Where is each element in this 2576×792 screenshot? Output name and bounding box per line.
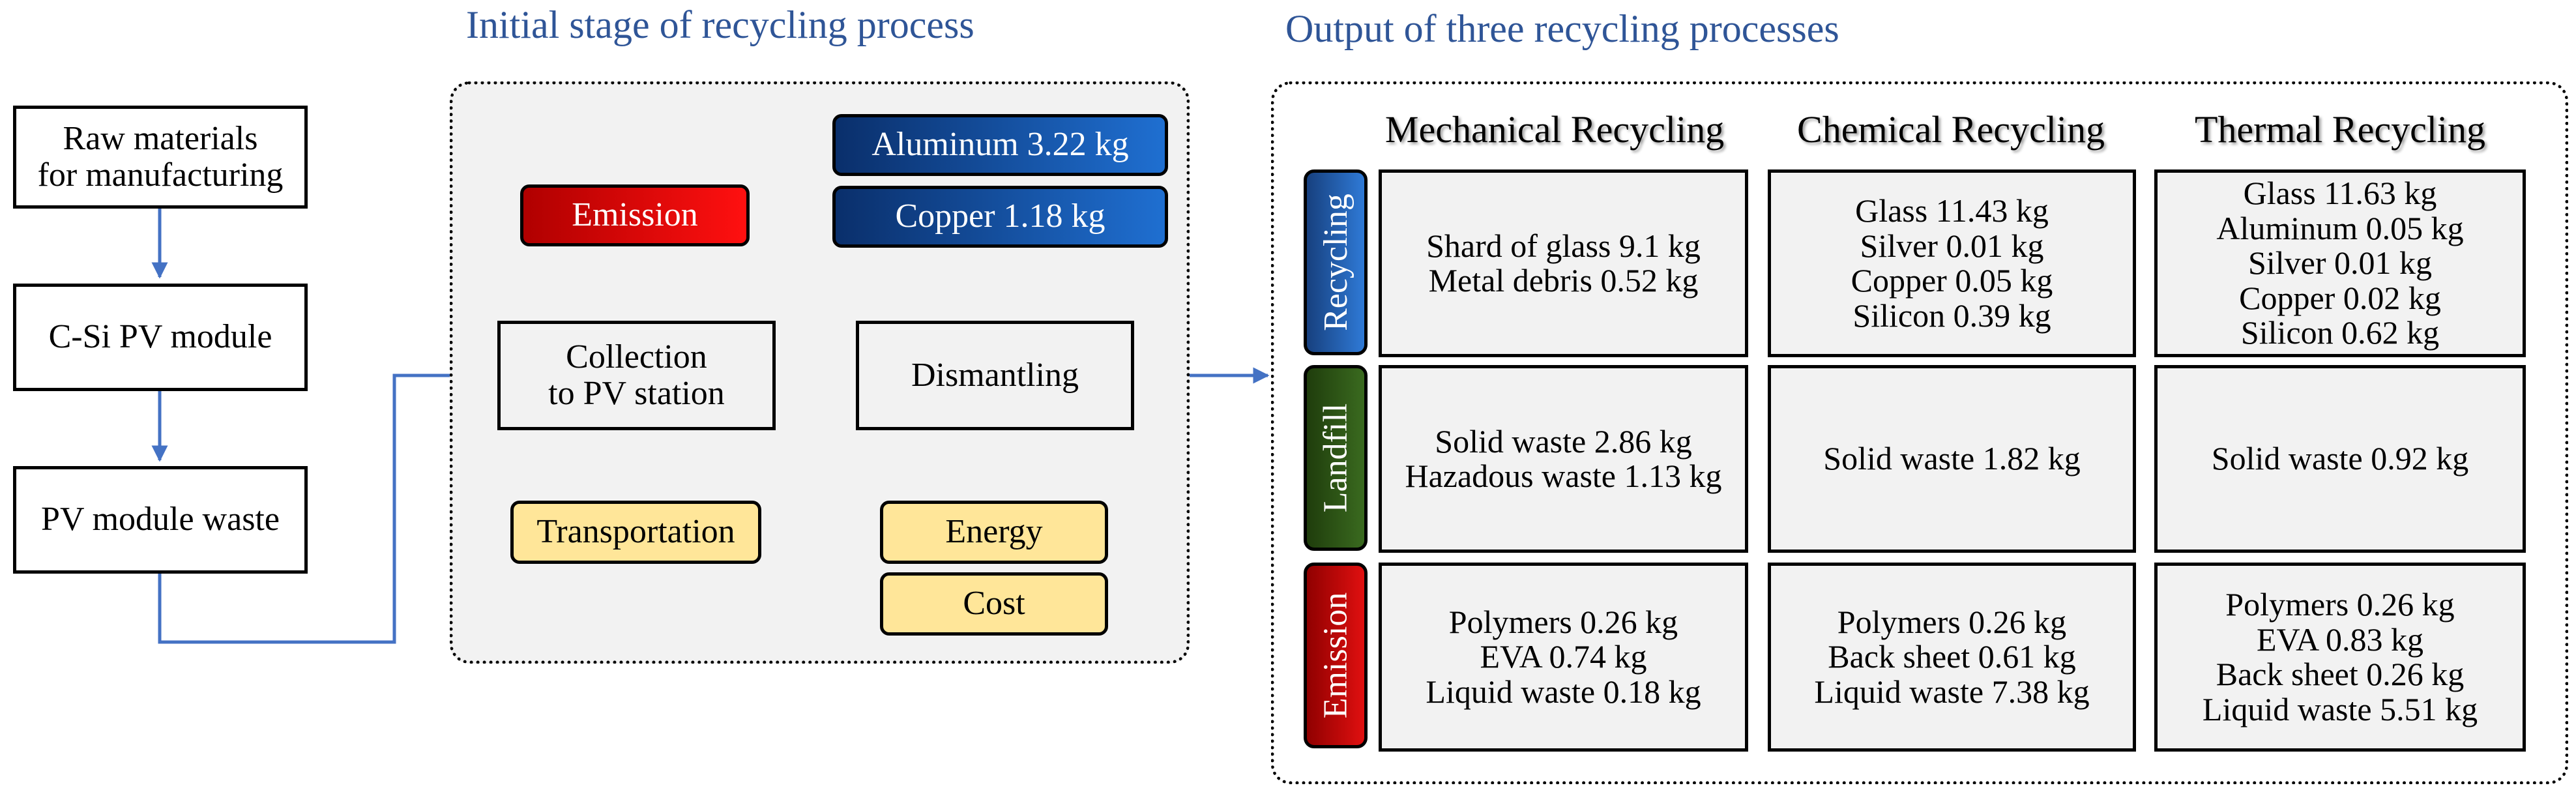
row-label-recycling-text: Recycling [1317, 194, 1354, 331]
cell-emission-chemical: Polymers 0.26 kg Back sheet 0.61 kg Liqu… [1768, 563, 2136, 752]
output-title: Output of three recycling processes [1285, 7, 1839, 50]
cost-tag: Cost [880, 572, 1108, 636]
cell-landfill-thermal: Solid waste 0.92 kg [2154, 365, 2526, 553]
cell-landfill-chemical: Solid waste 1.82 kg [1768, 365, 2136, 553]
transportation-tag: Transportation [510, 501, 761, 564]
cell-recycling-chemical: Glass 11.43 kg Silver 0.01 kg Copper 0.0… [1768, 169, 2136, 357]
copper-tag: Copper 1.18 kg [832, 186, 1168, 248]
pv-waste-box: PV module waste [13, 466, 308, 574]
emission-tag: Emission [520, 184, 750, 246]
row-label-recycling: Recycling [1304, 169, 1368, 355]
cell-emission-thermal: Polymers 0.26 kg EVA 0.83 kg Back sheet … [2154, 563, 2526, 752]
cell-recycling-mechanical: Shard of glass 9.1 kg Metal debris 0.52 … [1379, 169, 1748, 357]
arrow-waste-to-collection [158, 367, 495, 644]
row-label-landfill: Landfill [1304, 365, 1368, 551]
row-label-landfill-text: Landfill [1317, 403, 1354, 513]
dismantling-box: Dismantling [856, 321, 1134, 430]
aluminum-tag: Aluminum 3.22 kg [832, 114, 1168, 176]
cell-recycling-thermal: Glass 11.63 kg Aluminum 0.05 kg Silver 0… [2154, 169, 2526, 357]
column-header-chemical: Chemical Recycling [1797, 108, 2105, 151]
pv-module-box: C-Si PV module [13, 284, 308, 391]
cell-landfill-mechanical: Solid waste 2.86 kg Hazadous waste 1.13 … [1379, 365, 1748, 553]
row-label-emission-text: Emission [1317, 592, 1354, 719]
column-header-thermal: Thermal Recycling [2194, 108, 2486, 151]
energy-tag: Energy [880, 501, 1108, 564]
row-label-emission: Emission [1304, 563, 1368, 748]
column-header-mechanical: Mechanical Recycling [1384, 108, 1725, 151]
raw-materials-box: Raw materials for manufacturing [13, 106, 308, 209]
initial-stage-title: Initial stage of recycling process [466, 3, 974, 46]
cell-emission-mechanical: Polymers 0.26 kg EVA 0.74 kg Liquid wast… [1379, 563, 1748, 752]
collection-box: Collection to PV station [497, 321, 776, 430]
